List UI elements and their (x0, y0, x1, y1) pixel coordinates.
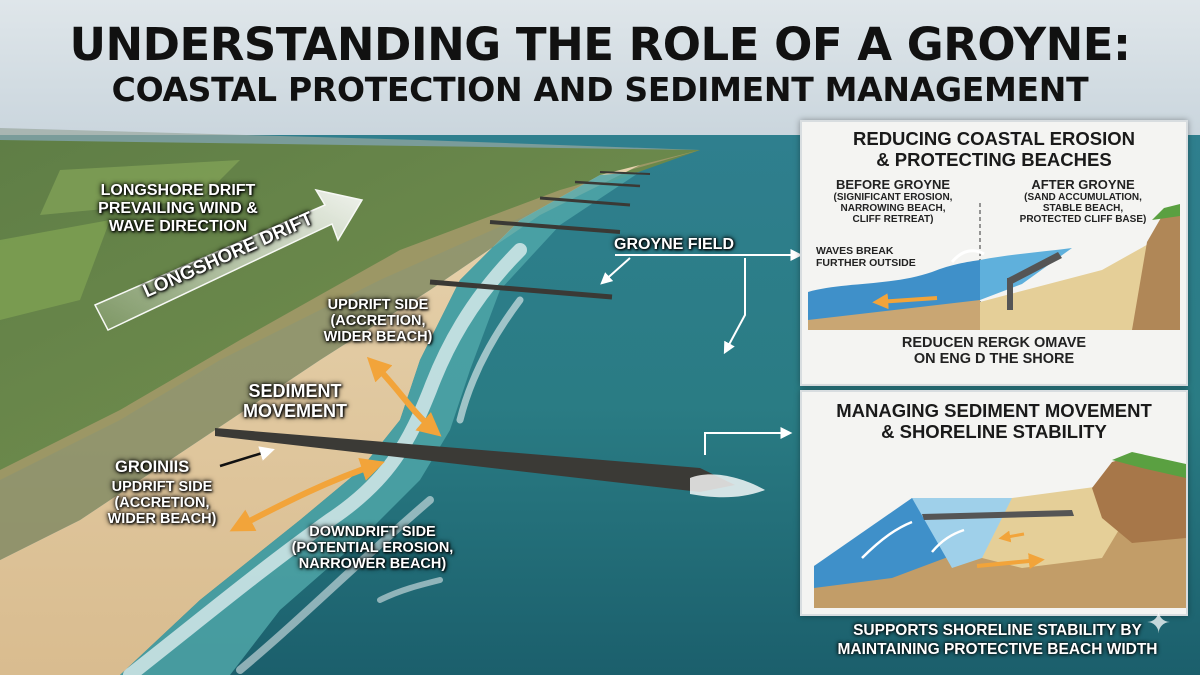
block-sand (982, 486, 1132, 568)
wave-break (950, 249, 985, 263)
block-cliff (1092, 456, 1186, 543)
beach (0, 150, 700, 675)
caption-line1: REDUCEN RERGK OMAVE (901, 335, 1087, 351)
panel-top-caption: REDUCEN RERGK OMAVE ON ENG D THE SHORE (802, 335, 1186, 368)
groyne-foam (690, 474, 765, 498)
farmland (0, 140, 700, 480)
after-groyne-label: AFTER GROYNE (SAND ACCUMULATION, STABLE … (988, 177, 1178, 226)
groyne-structure (1008, 252, 1062, 284)
after-line2: STABLE BEACH, (1042, 203, 1124, 215)
seabed-before (808, 300, 980, 330)
panel-top-title: REDUCING COASTAL EROSION & PROTECTING BE… (802, 128, 1186, 171)
updrift-top-title: UPDRIFT SIDE (327, 297, 429, 313)
waves-line1: WAVES BREAK (816, 245, 894, 257)
groyne-field-pointer (723, 258, 746, 355)
footer-line1: SUPPORTS SHORELINE STABILITY BY (853, 622, 1142, 639)
updrift-bottom-line1: (ACCRETION, (114, 495, 210, 512)
panel-top-title-line2: & PROTECTING BEACHES (876, 149, 1112, 171)
groyne (599, 171, 651, 175)
block-wave (931, 528, 965, 553)
downdrift-title: DOWNDRIFT SIDE (309, 524, 436, 540)
sparkle-icon: ✦ (1146, 607, 1172, 640)
prevailing-wind-line2: WAVE DIRECTION (108, 217, 248, 235)
block-wave (861, 520, 913, 559)
wave-foam (377, 577, 443, 603)
sediment-block-diagram (814, 452, 1186, 608)
block-cliff-grass (1112, 452, 1186, 478)
panel-bottom-title-line2: & SHORELINE STABILITY (881, 421, 1107, 443)
waves-line2: FURTHER OUTSIDE (816, 256, 916, 269)
groyne-panel-pointer (704, 427, 793, 455)
field-patch (0, 220, 110, 320)
longshore-drift-label: LONGSHORE DRIFT PREVAILING WIND & WAVE D… (58, 182, 298, 236)
wave-foam (236, 496, 434, 674)
before-line1: (SIGNIFICANT EROSION, (833, 192, 953, 204)
groyne (539, 196, 631, 207)
sediment-line2: MOVEMENT (242, 401, 347, 422)
before-groyne-label: BEFORE GROYNE (SIGNIFICANT EROSION, NARR… (808, 177, 978, 226)
panel-top-title-line1: REDUCING COASTAL EROSION (853, 128, 1135, 149)
caption-line2: ON ENG D THE SHORE (913, 350, 1075, 367)
sediment-line1: SEDIMENT (248, 381, 342, 401)
block-return-arrow (998, 530, 1025, 543)
cliff (1132, 208, 1180, 330)
footer-caption: SUPPORTS SHORELINE STABILITY BY MAINTAIN… (800, 622, 1195, 659)
field-patch (40, 160, 240, 215)
after-title: AFTER GROYNE (1031, 177, 1135, 192)
updrift-bottom-line2: WIDER BEACH) (107, 511, 217, 528)
downdrift-line2: NARROWER BEACH) (298, 556, 447, 573)
page-title: UNDERSTANDING THE ROLE OF A GROYNE: (69, 18, 1131, 71)
groyne (489, 220, 621, 234)
after-line1: (SAND ACCUMULATION, (1024, 192, 1142, 204)
updrift-bottom-title: UPDRIFT SIDE (111, 479, 213, 495)
panel-bottom-title: MANAGING SEDIMENT MOVEMENT & SHORELINE S… (802, 400, 1186, 443)
updrift-top-label: UPDRIFT SIDE (ACCRETION, WIDER BEACH) (308, 297, 448, 346)
wave-foam (456, 296, 524, 424)
longshore-drift-arrow (93, 188, 364, 331)
wave-foam (123, 243, 527, 675)
before-after-cross-section (808, 202, 1180, 330)
drift-arrow-left (872, 293, 938, 310)
footer-line2: MAINTAINING PROTECTIVE BEACH WIDTH (837, 640, 1158, 658)
updrift-top-line1: (ACCRETION, (330, 313, 426, 330)
dunes (0, 150, 700, 560)
page-subtitle: COASTAL PROTECTION AND SEDIMENT MANAGEME… (111, 70, 1089, 109)
before-line2: NARROWING BEACH, (840, 203, 946, 215)
groyne-field-label: GROYNE FIELD (614, 236, 735, 253)
sediment-movement-label: SEDIMENT MOVEMENT (225, 381, 365, 421)
updrift-top-line2: WIDER BEACH) (323, 329, 433, 346)
panel-bottom-title-line1: MANAGING SEDIMENT MOVEMENT (836, 400, 1152, 421)
panel-reducing-erosion: REDUCING COASTAL EROSION & PROTECTING BE… (800, 120, 1188, 386)
prevailing-wind-line1: PREVAILING WIND & (98, 199, 258, 217)
updrift-bottom-label: UPDRIFT SIDE (ACCRETION, WIDER BEACH) (92, 479, 232, 528)
groins-label: GROINIIS (115, 458, 190, 476)
cliff-grass (1152, 204, 1180, 220)
sediment-arrow-bottom (229, 457, 385, 532)
block-drift-arrow (976, 553, 1045, 570)
before-title: BEFORE GROYNE (835, 177, 951, 192)
before-line3: CLIFF RETREAT) (852, 214, 934, 226)
groyne (574, 180, 641, 188)
groyne-post (1007, 278, 1013, 310)
longshore-drift-heading: LONGSHORE DRIFT (100, 182, 256, 199)
downdrift-line1: (POTENTIAL EROSION, (291, 540, 454, 557)
sediment-arrow-top (366, 356, 442, 437)
panel-managing-sediment: MANAGING SEDIMENT MOVEMENT & SHORELINE S… (800, 390, 1188, 616)
groyne (429, 279, 613, 300)
waves-break-label: WAVES BREAK FURTHER OUTSIDE (816, 245, 916, 269)
sand-after (980, 232, 1180, 330)
block-groyne (922, 510, 1074, 520)
after-line3: PROTECTED CLIFF BASE) (1019, 214, 1147, 226)
main-groyne (215, 428, 735, 492)
downdrift-label: DOWNDRIFT SIDE (POTENTIAL EROSION, NARRO… (280, 524, 465, 573)
groyne-field-pointer (600, 257, 631, 285)
